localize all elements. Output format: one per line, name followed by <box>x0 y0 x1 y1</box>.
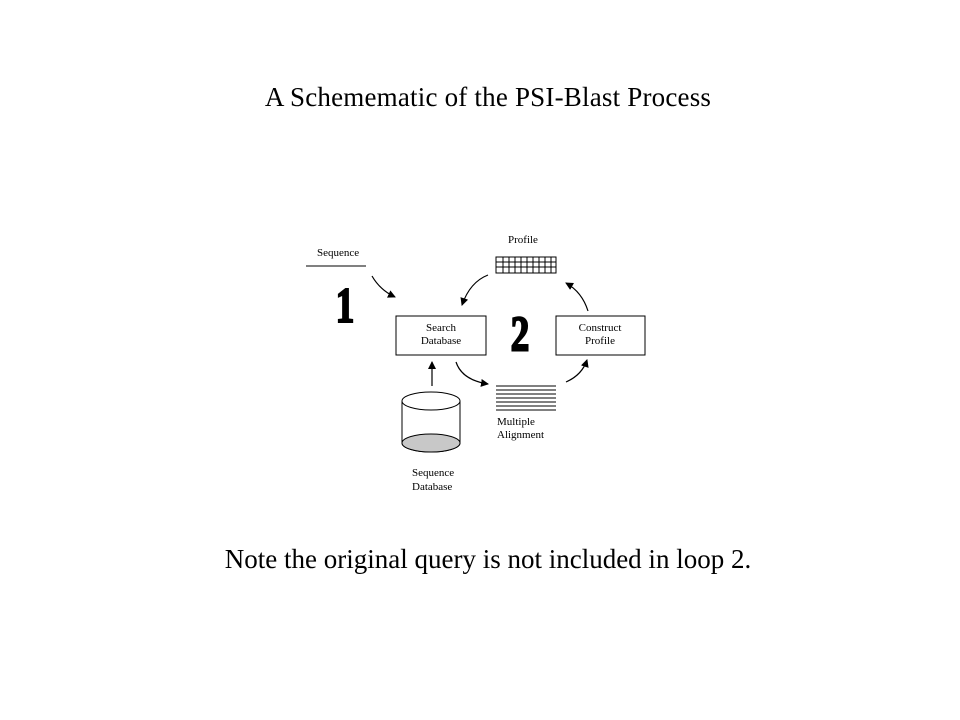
arrow-construct-to-profile <box>565 282 589 312</box>
alignment-label-line1: Multiple <box>497 416 535 428</box>
search-database-box <box>395 315 487 356</box>
slide-title: A Schemematic of the PSI-Blast Process <box>264 82 712 112</box>
loop-2-number: 2 <box>511 306 530 361</box>
search-box-line1: Search <box>426 322 456 334</box>
slide-footnote: Note the original query is not included … <box>224 544 752 574</box>
sequence-label: Sequence <box>317 247 359 259</box>
database-label-line2: Database <box>412 481 452 493</box>
arrow-profile-to-search <box>460 274 489 306</box>
arrow-alignment-to-construct <box>565 359 589 383</box>
database-cylinder-icon <box>401 391 461 453</box>
database-label-line1: Sequence <box>412 467 454 479</box>
multiple-alignment-lines <box>496 385 556 411</box>
arrow-sequence-to-search <box>371 275 396 298</box>
construct-box-line1: Construct <box>579 322 622 334</box>
profile-grid <box>495 256 557 274</box>
arrow-search-to-alignment <box>455 361 489 387</box>
profile-label: Profile <box>508 234 538 246</box>
construct-box-line2: Profile <box>585 335 615 347</box>
search-box-line2: Database <box>421 335 461 347</box>
loop-1-number: 1 <box>336 278 355 333</box>
alignment-label-line2: Alignment <box>497 429 544 441</box>
construct-profile-box <box>555 315 646 356</box>
